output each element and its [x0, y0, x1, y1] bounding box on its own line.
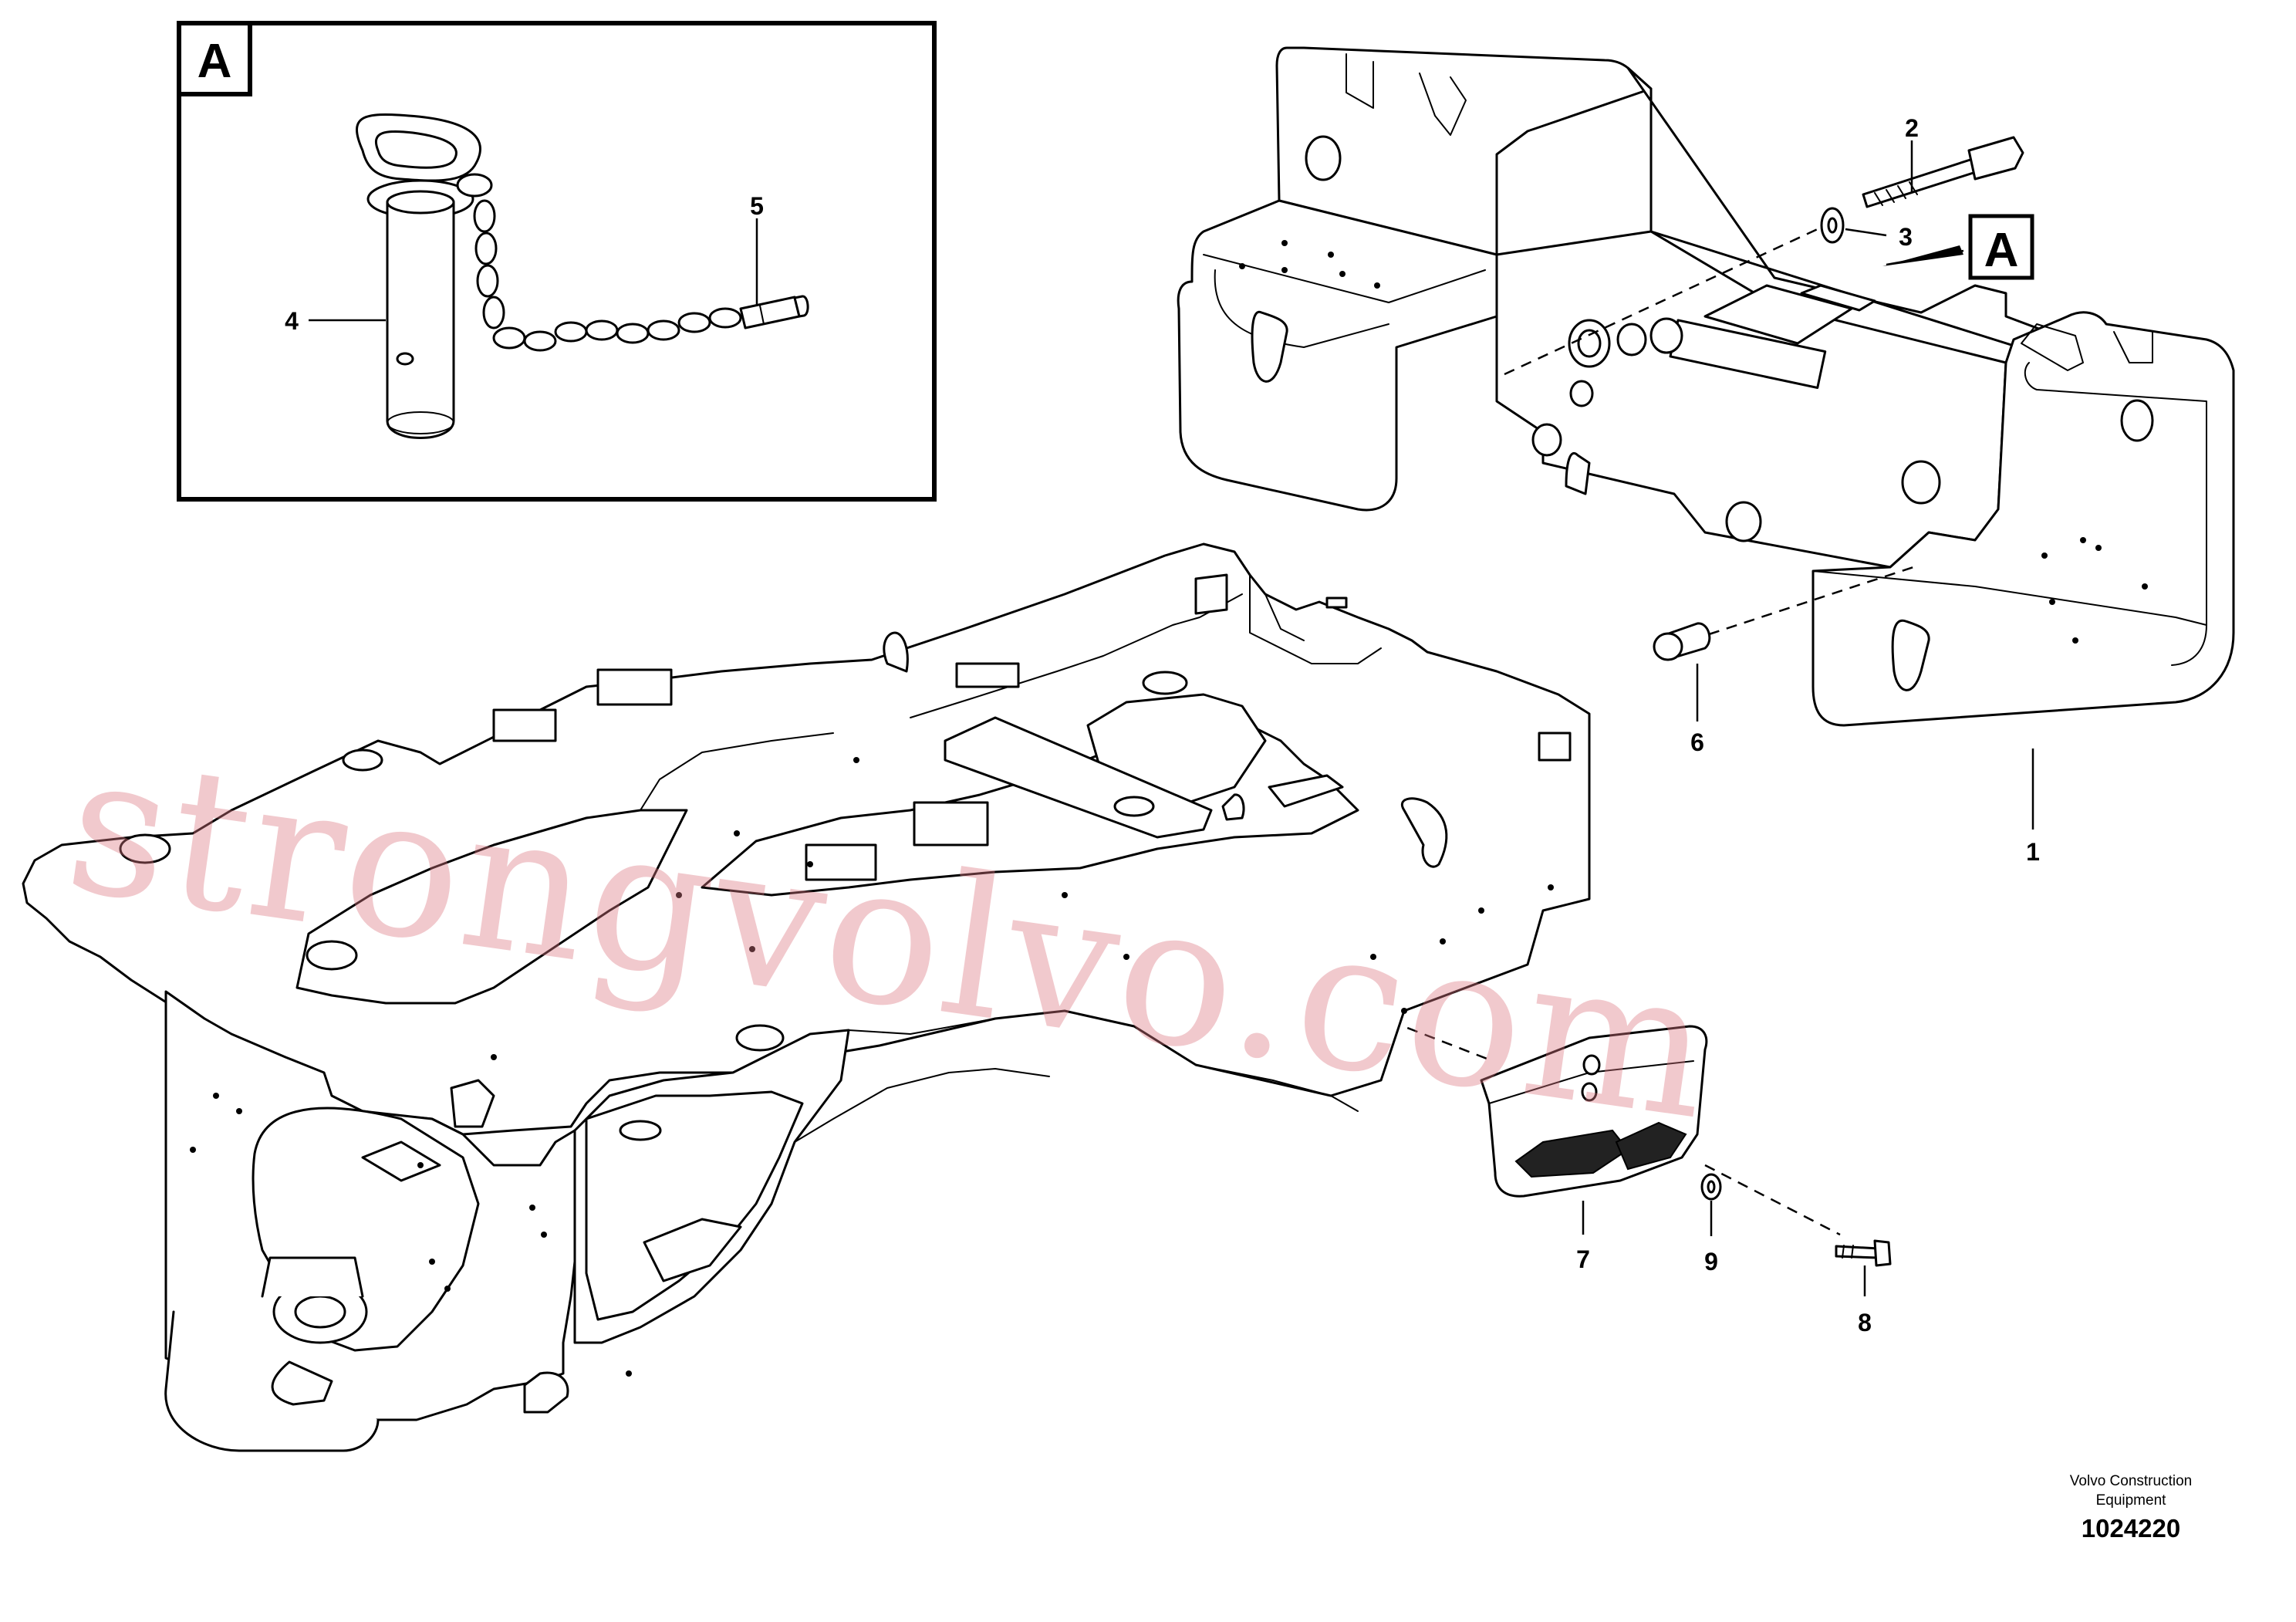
step-7-drawing [1480, 1025, 1708, 1198]
callout-7: 7 [1576, 1245, 1590, 1273]
counterweight-bolt-holes [1239, 240, 2148, 644]
callout-9: 9 [1704, 1248, 1718, 1276]
callout-4: 4 [285, 307, 299, 335]
detail-view-a: A [177, 21, 937, 502]
footer-part-number: 1024220 [2082, 1514, 2180, 1543]
bolt-8-drawing [1835, 1239, 1892, 1267]
spring-clip-drawing [739, 295, 809, 329]
washer-9-drawing [1700, 1173, 1722, 1201]
view-arrow-a: A [1882, 214, 2034, 280]
chain-drawing [456, 173, 742, 352]
detail-box-label: A [198, 35, 232, 88]
frame-bolt-holes [190, 757, 1554, 1377]
bolt-2-drawing [1862, 136, 2024, 208]
callout-1: 1 [2026, 838, 2040, 866]
counterweight-drawing [1177, 46, 2235, 727]
callout-6: 6 [1690, 728, 1704, 756]
callout-8: 8 [1858, 1309, 1872, 1336]
washer-3-drawing [1820, 207, 1845, 244]
plug-6-drawing [1653, 622, 1711, 661]
callout-5: 5 [750, 192, 764, 220]
callout-3: 3 [1899, 223, 1913, 251]
callout-2: 2 [1905, 114, 1919, 142]
view-marker-label: A [1984, 224, 2019, 277]
footer-company-line2: Equipment [2096, 1492, 2167, 1509]
footer-company-line1: Volvo Construction [2070, 1473, 2192, 1489]
footer: Volvo Construction Equipment 1024220 [2070, 1473, 2192, 1543]
lock-pin-drawing [356, 113, 481, 439]
rear-frame-drawing [22, 542, 1591, 1452]
